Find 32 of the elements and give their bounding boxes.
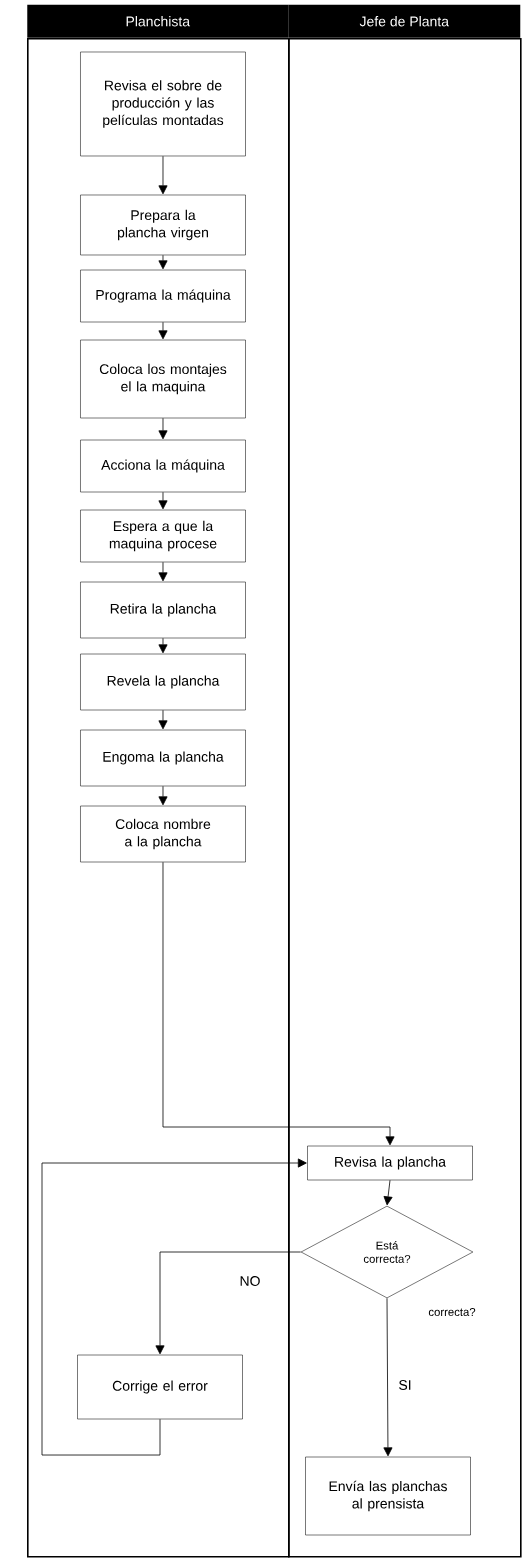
- process-box: Engoma la plancha: [80, 729, 246, 787]
- arrow: [158, 254, 168, 270]
- arrow: [155, 1251, 302, 1355]
- edge-label: NO: [238, 1274, 262, 1288]
- process-box: Acciona la máquina: [80, 439, 246, 493]
- arrow: [383, 1297, 393, 1457]
- node-label: Planchista: [126, 16, 191, 27]
- process-box: Programa la máquina: [80, 269, 246, 323]
- arrow: [158, 561, 168, 582]
- process-box: Coloca los montajes el la maquina: [80, 339, 246, 419]
- node-label: Jefe de Planta: [359, 16, 449, 27]
- arrow: [41, 1158, 307, 1456]
- arrow: [158, 785, 168, 806]
- arrow: [158, 321, 168, 340]
- process-box: Corrige el error: [77, 1354, 243, 1420]
- arrow: [162, 861, 395, 1146]
- process-box: Coloca nombre a la plancha: [80, 805, 246, 863]
- process-box: Revela la plancha: [80, 653, 246, 711]
- process-box: Retira la plancha: [80, 581, 246, 639]
- edge-label: SI: [397, 1378, 413, 1392]
- arrow: [158, 491, 168, 510]
- arrow: [158, 155, 168, 195]
- process-box: Revisa la plancha: [307, 1145, 473, 1181]
- arrow: [158, 637, 168, 654]
- process-box: Envía las planchas al prensista: [305, 1456, 471, 1536]
- arrow: [158, 417, 168, 440]
- process-box: Revisa el sobre de producción y las películas montadas: [80, 51, 246, 157]
- arrow: [383, 1179, 393, 1206]
- arrow: [158, 709, 168, 730]
- note-text: correcta?: [428, 1308, 476, 1316]
- process-box: Espera a que la maquina procese: [80, 509, 246, 563]
- process-box: Prepara la plancha virgen: [80, 194, 246, 256]
